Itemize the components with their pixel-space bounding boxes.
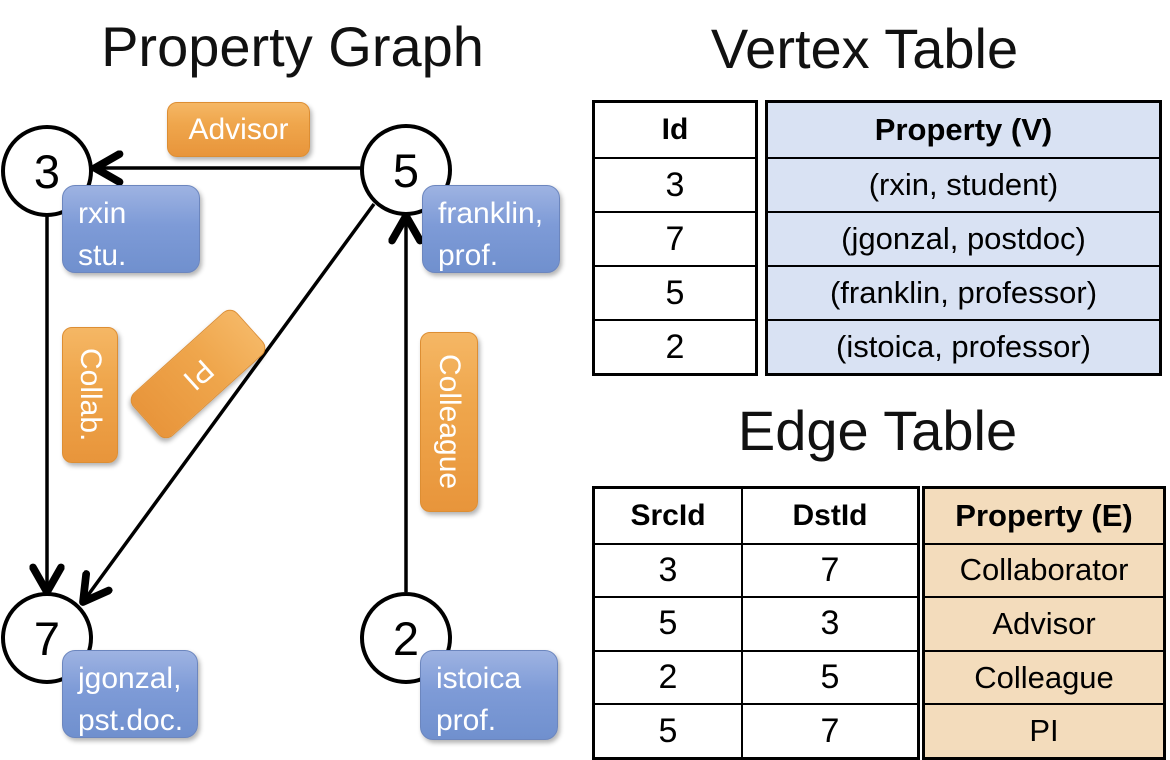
property-line: pst.doc. <box>78 704 184 737</box>
vertex-property-header: Property (V) <box>768 103 1159 157</box>
edge-label-advisor: Advisor <box>167 102 310 157</box>
edge-src-cell: 5 <box>595 596 741 650</box>
vertex-table-id-column: Id 3 7 5 2 <box>592 100 758 376</box>
vertex-property-cell: (istoica, professor) <box>768 319 1159 373</box>
vertex-id-cell: 5 <box>595 265 755 319</box>
edge-src-header: SrcId <box>630 498 706 532</box>
edge-dst-cell: 7 <box>741 542 917 597</box>
node-id-label: 5 <box>392 143 420 197</box>
vertex-table-property-column: Property (V) (rxin, student) (jgonzal, p… <box>765 100 1162 376</box>
edge-src-cell: 5 <box>595 703 741 757</box>
edge-dst-cell: 5 <box>741 649 917 704</box>
property-line: rxin <box>78 197 127 230</box>
edge-property-cell: PI <box>925 703 1163 757</box>
property-line: stu. <box>78 239 127 272</box>
edge-property-header: Property (E) <box>925 489 1163 543</box>
edge-property-cell: Colleague <box>925 649 1163 704</box>
node-property-box-2: istoica prof. <box>420 650 558 740</box>
vertex-property-cell: (rxin, student) <box>768 157 1159 211</box>
vertex-id-cell: 7 <box>595 211 755 265</box>
property-line: prof. <box>436 704 497 737</box>
node-id-label: 2 <box>392 611 420 665</box>
edge-src-cell: 2 <box>595 649 741 704</box>
edge-table-id-columns: SrcId DstId 3 7 5 3 2 5 5 7 <box>592 486 920 760</box>
vertex-id-header: Id <box>661 113 689 146</box>
node-property-box-3: rxin stu. <box>62 185 200 273</box>
property-line: franklin, <box>438 197 544 230</box>
edge-dst-cell: 7 <box>741 703 917 757</box>
edge-property-cell: Collaborator <box>925 542 1163 597</box>
node-id-label: 3 <box>33 144 61 198</box>
vertex-id-cell: 3 <box>595 157 755 211</box>
edge-label-collab: Collab. <box>62 327 118 463</box>
vertex-property-cell: (jgonzal, postdoc) <box>768 211 1159 265</box>
vertex-table-title: Vertex Table <box>710 17 1019 80</box>
property-graph-title: Property Graph <box>101 15 484 78</box>
edge-label-pi: PI <box>126 305 270 443</box>
edge-label-colleague: Colleague <box>420 332 478 512</box>
edge-property-cell: Advisor <box>925 596 1163 650</box>
edge-src-cell: 3 <box>595 542 741 597</box>
node-id-label: 7 <box>33 611 61 665</box>
property-line: istoica <box>436 662 522 695</box>
graph-node-3: 3 <box>1 125 93 217</box>
edge-table-title: Edge Table <box>737 399 1018 462</box>
node-property-box-5: franklin, prof. <box>422 185 560 273</box>
property-line: jgonzal, <box>78 662 182 695</box>
vertex-id-cell: 2 <box>595 319 755 373</box>
property-line: prof. <box>438 239 499 272</box>
edge-table-property-column: Property (E) Collaborator Advisor Collea… <box>922 486 1166 760</box>
graph-node-5: 5 <box>360 124 452 216</box>
vertex-property-cell: (franklin, professor) <box>768 265 1159 319</box>
node-property-box-7: jgonzal, pst.doc. <box>62 650 198 738</box>
edge-dst-cell: 3 <box>741 596 917 650</box>
edge-dst-header: DstId <box>741 489 917 543</box>
